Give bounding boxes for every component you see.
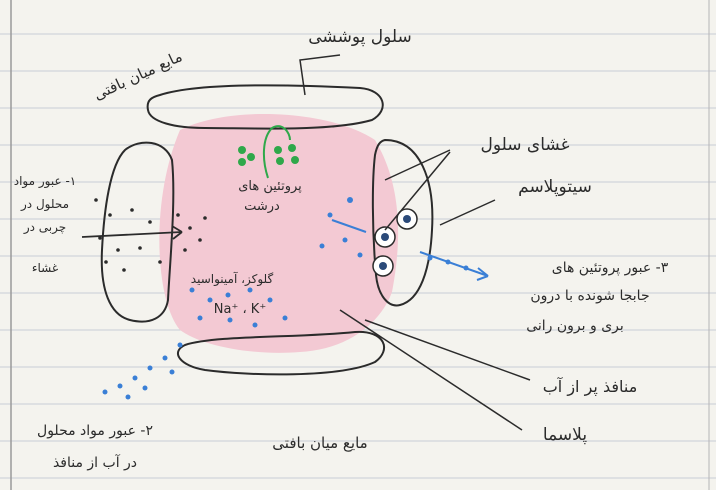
label-plasma-contents-b: Na⁺ ، K⁺ bbox=[214, 302, 266, 317]
label-crossing-2b: در آب از منافذ bbox=[53, 454, 137, 471]
label-crossing-2a: ۲- عبور مواد محلول bbox=[37, 423, 153, 439]
leader-cytoplasm bbox=[440, 200, 495, 225]
label-crossing-3a: ۳- عبور پروتئین های bbox=[552, 260, 669, 276]
label-proteins: پروتئین های bbox=[238, 179, 302, 194]
label-water-pores: منافذ پر از آب bbox=[543, 377, 638, 397]
label-crossing-3b: جابجا شونده با درون bbox=[530, 288, 649, 304]
label-crossing-3c: بری و برون رانی bbox=[526, 318, 624, 334]
label-cytoplasm: سیتوپلاسم bbox=[518, 177, 592, 197]
leader-endothelial bbox=[300, 55, 340, 95]
label-crossing-1b: محلول در bbox=[20, 197, 69, 212]
label-cell-membrane: غشای سلول bbox=[481, 135, 570, 155]
label-vesicle-word: درشت bbox=[244, 199, 280, 214]
label-interstitial-bottom: مایع میان بافتی bbox=[272, 434, 367, 452]
label-crossing-1d: غشاء bbox=[32, 261, 58, 275]
label-plasma: پلاسما bbox=[543, 425, 587, 445]
label-crossing-1c: چربی در bbox=[23, 220, 66, 235]
label-endothelial-cell: سلول پوششی bbox=[308, 27, 412, 47]
label-interstitial-top: مایع میان بافتی bbox=[91, 47, 185, 104]
leader-plasma bbox=[340, 310, 522, 430]
label-plasma-contents-a: گلوکز، آمینواسید bbox=[191, 271, 274, 287]
label-crossing-1a: ۱- عبور مواد bbox=[14, 174, 77, 189]
leader-pores bbox=[365, 320, 530, 380]
